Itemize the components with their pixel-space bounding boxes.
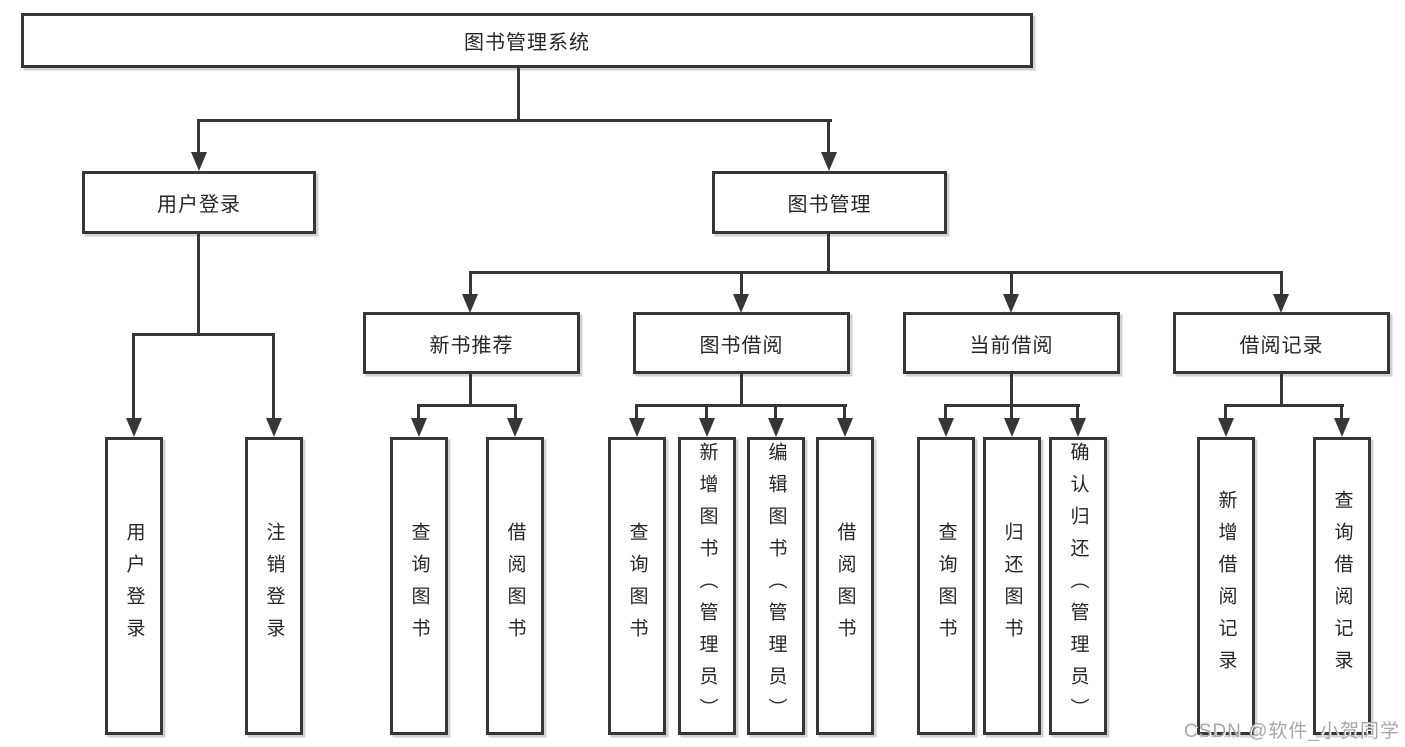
connector-line [740, 374, 743, 407]
leaf-borrowing-borrow-books: 借阅图书 [816, 437, 874, 735]
leaf-recommend-borrow-books: 借阅图书 [486, 437, 544, 735]
arrow-down-icon [1334, 418, 1350, 437]
connector-line [827, 119, 830, 155]
node-library-management-system: 图书管理系统 [21, 13, 1033, 68]
leaf-borrowing-query-books: 查询图书 [608, 437, 666, 735]
leaf-label: 新增借阅记录 [1215, 490, 1237, 682]
connector-line [774, 404, 777, 422]
arrow-down-icon [837, 418, 853, 437]
node-label: 借阅记录 [1239, 334, 1324, 357]
connector-line [843, 404, 846, 422]
connector-line [1280, 374, 1283, 407]
connector-line [1010, 404, 1013, 422]
arrow-down-icon [938, 418, 954, 437]
leaf-records-add-borrow-record: 新增借阅记录 [1197, 437, 1255, 735]
connector-line [705, 404, 708, 422]
node-book-management: 图书管理 [712, 171, 947, 234]
connector-line [197, 119, 200, 155]
arrow-down-icon [821, 152, 837, 171]
node-label: 新书推荐 [429, 334, 514, 357]
node-book-borrowing: 图书借阅 [633, 312, 850, 374]
leaf-label: 查询图书 [935, 522, 957, 650]
leaf-label: 编辑图书（管理员） [765, 442, 787, 730]
leaf-label: 归还图书 [1001, 522, 1023, 650]
leaf-label: 注销登录 [263, 522, 285, 650]
leaf-records-query-borrow-record: 查询借阅记录 [1313, 437, 1371, 735]
arrow-down-icon [629, 418, 645, 437]
connector-line [1225, 404, 1344, 407]
leaf-current-confirm-return-admin: 确认归还（管理员） [1049, 437, 1107, 735]
leaf-logout: 注销登录 [245, 437, 303, 735]
connector-line [1010, 271, 1013, 296]
connector-line [827, 234, 830, 274]
connector-line [469, 374, 472, 407]
connector-line [1280, 271, 1283, 296]
arrow-down-icon [768, 418, 784, 437]
arrow-down-icon [507, 418, 523, 437]
node-new-book-recommendation: 新书推荐 [363, 312, 580, 374]
leaf-label: 借阅图书 [834, 522, 856, 650]
node-label: 用户登录 [157, 194, 241, 216]
arrow-down-icon [462, 294, 478, 313]
connector-line [1010, 374, 1013, 407]
leaf-borrowing-edit-books-admin: 编辑图书（管理员） [747, 437, 805, 735]
arrow-down-icon [1003, 294, 1019, 313]
arrow-down-icon [733, 294, 749, 313]
connector-line [1076, 404, 1079, 422]
node-current-borrowing: 当前借阅 [903, 312, 1120, 374]
connector-line [1340, 404, 1343, 422]
arrow-down-icon [126, 418, 142, 437]
connector-line [197, 119, 832, 122]
connector-line [272, 333, 275, 421]
connector-line [514, 404, 517, 422]
leaf-recommend-query-books: 查询图书 [390, 437, 448, 735]
connector-line [469, 271, 1283, 274]
arrow-down-icon [266, 418, 282, 437]
connector-line [197, 234, 200, 336]
leaf-current-return-books: 归还图书 [983, 437, 1041, 735]
connector-line [469, 271, 472, 296]
node-label: 图书借阅 [699, 334, 784, 357]
connector-line [636, 404, 847, 407]
leaf-label: 用户登录 [123, 522, 145, 650]
leaf-label: 确认归还（管理员） [1067, 442, 1089, 730]
connector-line [133, 333, 275, 336]
arrow-down-icon [1070, 418, 1086, 437]
connector-line [417, 404, 420, 422]
leaf-label: 借阅图书 [504, 522, 526, 650]
node-user-login: 用户登录 [82, 171, 316, 234]
leaf-label: 新增图书（管理员） [696, 442, 718, 730]
node-label: 图书管理系统 [464, 32, 590, 54]
arrow-down-icon [1218, 418, 1234, 437]
node-borrowing-records: 借阅记录 [1173, 312, 1390, 374]
leaf-current-query-books: 查询图书 [917, 437, 975, 735]
node-label: 图书管理 [787, 194, 872, 216]
connector-line [740, 271, 743, 296]
arrow-down-icon [411, 418, 427, 437]
csdn-watermark: CSDN @软件_小贺同学 [1184, 721, 1400, 742]
connector-line [635, 404, 638, 422]
node-label: 当前借阅 [969, 334, 1054, 357]
connector-line [517, 68, 520, 122]
arrow-down-icon [1004, 418, 1020, 437]
arrow-down-icon [1273, 294, 1289, 313]
arrow-down-icon [699, 418, 715, 437]
leaf-label: 查询借阅记录 [1331, 490, 1353, 682]
connector-line [132, 333, 135, 421]
leaf-user-login: 用户登录 [105, 437, 163, 735]
leaf-label: 查询图书 [408, 522, 430, 650]
connector-line [944, 404, 947, 422]
leaf-borrowing-add-books-admin: 新增图书（管理员） [678, 437, 736, 735]
leaf-label: 查询图书 [626, 522, 648, 650]
arrow-down-icon [191, 152, 207, 171]
connector-line [418, 404, 517, 407]
connector-line [1224, 404, 1227, 422]
